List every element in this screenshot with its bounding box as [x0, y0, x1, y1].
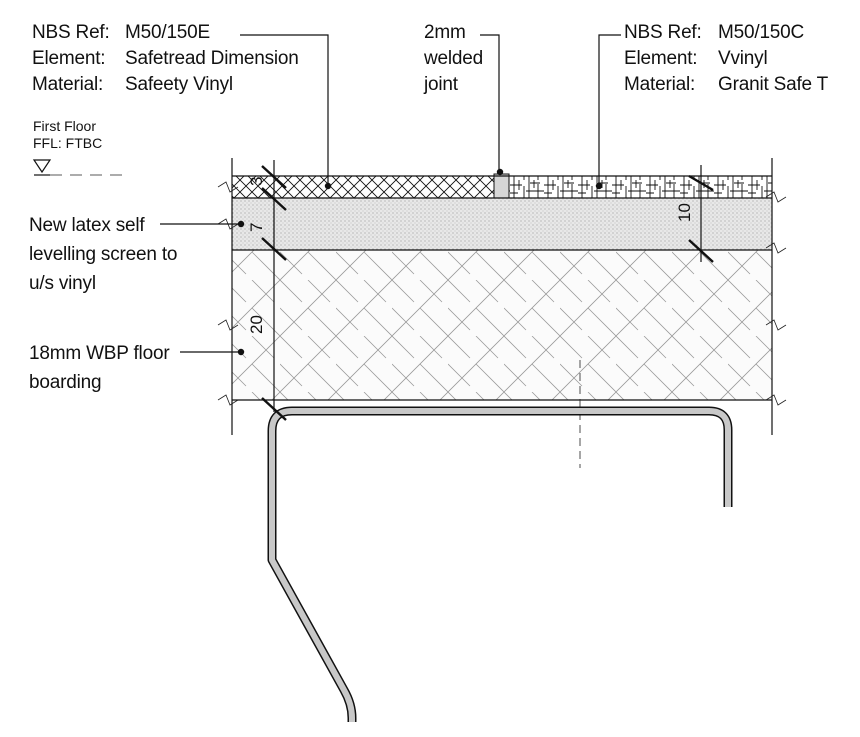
joint-note: 2mm welded joint [423, 22, 483, 95]
boarding-note: 18mm WBP floor boarding [29, 343, 171, 393]
dim-board-layer: 20 [247, 315, 266, 334]
left-nbs-reference: NBS Ref: M50/150E Element: Safetread Dim… [32, 22, 299, 95]
right-ref-key-2: Element: [624, 48, 697, 69]
left-ref-value-2: Safetread Dimension [125, 48, 299, 69]
right-ref-key-1: NBS Ref: [624, 22, 702, 43]
screed-line-2: levelling screen to [29, 244, 177, 265]
left-ref-value-3: Safeety Vinyl [125, 74, 233, 95]
left-ref-key-3: Material: [32, 74, 103, 95]
left-ref-key-2: Element: [32, 48, 105, 69]
right-ref-value-1: M50/150C [718, 22, 804, 43]
floor-build-up [217, 158, 787, 468]
board-hatch [232, 250, 772, 400]
right-ref-value-3: Granit Safe T [718, 74, 829, 95]
stair-nosing-profile [267, 406, 733, 723]
level-marker: First Floor FFL: FTBC [32, 118, 128, 176]
right-nbs-reference: NBS Ref: M50/150C Element: Vvinyl Materi… [624, 22, 829, 95]
level-line2: FFL: FTBC [33, 135, 102, 151]
screed-layer [232, 198, 772, 250]
welded-joint [493, 173, 510, 199]
level-line1: First Floor [33, 118, 96, 134]
left-ref-value-1: M50/150E [125, 22, 210, 43]
screed-note: New latex self levelling screen to u/s v… [29, 215, 177, 294]
boarding-line-2: boarding [29, 372, 101, 393]
screed-line-1: New latex self [29, 215, 145, 236]
joint-line-1: 2mm [424, 22, 466, 43]
joint-line-3: joint [423, 74, 459, 95]
dim-top-layer: 3 [247, 177, 266, 186]
vinyl-layer [509, 176, 772, 198]
leader-lines [160, 34, 621, 356]
right-ref-key-3: Material: [624, 74, 695, 95]
safetread-layer [232, 176, 494, 198]
dim-right-total: 10 [675, 203, 694, 222]
dim-screed-layer: 7 [247, 223, 266, 232]
dimensions: 3 7 20 10 [247, 160, 714, 421]
right-ref-value-2: Vvinyl [718, 48, 767, 69]
left-ref-key-1: NBS Ref: [32, 22, 110, 43]
joint-line-2: welded [423, 48, 483, 69]
stair-nosing-fill [269, 408, 731, 722]
screed-line-3: u/s vinyl [29, 273, 96, 294]
boarding-line-1: 18mm WBP floor [29, 343, 170, 364]
